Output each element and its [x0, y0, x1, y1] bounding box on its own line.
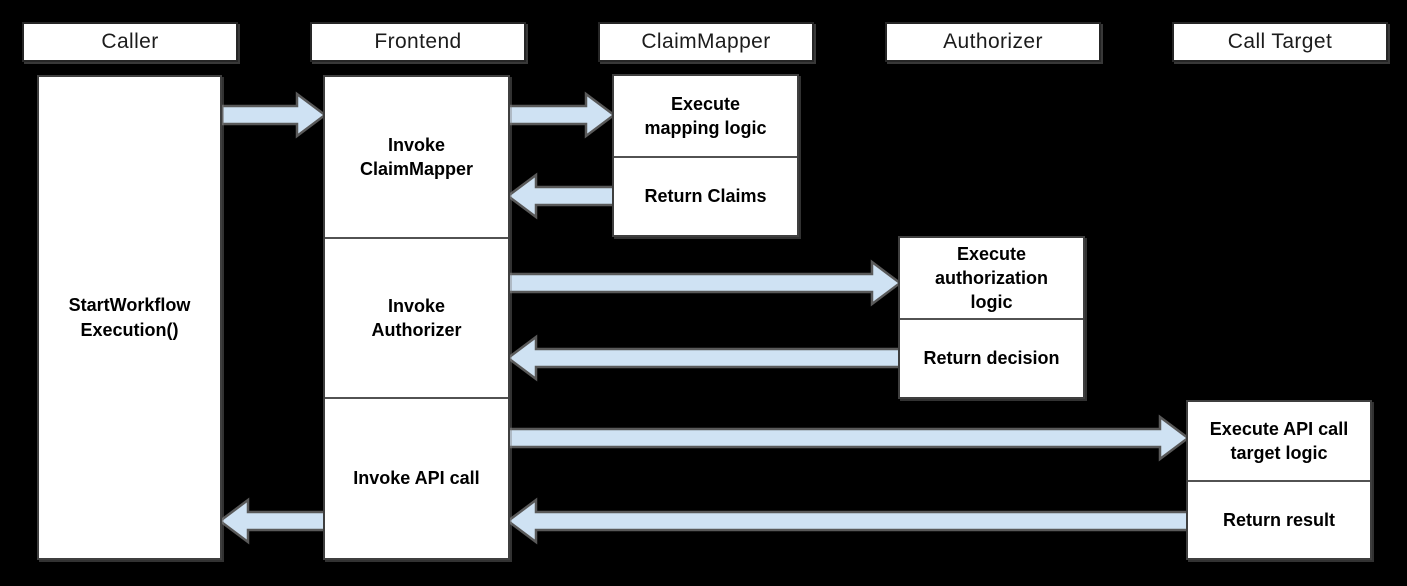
arrow-authorizer-return-decision	[505, 334, 902, 382]
step-execute-api-call-target-logic: Execute API call target logic	[1209, 418, 1349, 463]
step-return-decision: Return decision	[900, 318, 1083, 397]
step-invoke-authorizer: Invoke Authorizer	[325, 237, 508, 397]
activation-authorizer: Execute authorization logic Return decis…	[898, 236, 1085, 399]
step-return-result: Return result	[1188, 480, 1370, 558]
step-execute-mapping-logic: Execute mapping logic	[644, 93, 767, 138]
step-startworkflowexecution: StartWorkflow Execution()	[68, 295, 191, 340]
arrow-calltarget-return-result	[505, 497, 1190, 545]
actor-header-authorizer: Authorizer	[885, 22, 1101, 62]
actor-header-frontend: Frontend	[310, 22, 526, 62]
actor-header-caller: Caller	[22, 22, 238, 62]
step-invoke-api-call: Invoke API call	[325, 397, 508, 558]
activation-caller: StartWorkflow Execution()	[37, 75, 222, 560]
arrow-frontend-to-claimmapper	[506, 91, 617, 139]
arrow-frontend-to-authorizer	[506, 259, 903, 307]
activation-claimmapper: Execute mapping logic Return Claims	[612, 74, 799, 237]
actor-header-calltarget: Call Target	[1172, 22, 1388, 62]
activation-calltarget: Execute API call target logic Return res…	[1186, 400, 1372, 560]
arrow-caller-to-frontend	[220, 91, 328, 139]
step-execute-authorization-logic: Execute authorization logic	[935, 243, 1048, 313]
step-invoke-claimmapper: Invoke ClaimMapper	[359, 134, 474, 179]
activation-frontend: Invoke ClaimMapper Invoke Authorizer Inv…	[323, 75, 510, 560]
arrow-claimmapper-return-claims	[505, 172, 616, 220]
actor-header-claimmapper: ClaimMapper	[598, 22, 814, 62]
step-return-claims: Return Claims	[614, 156, 797, 235]
arrow-frontend-to-calltarget	[506, 414, 1191, 462]
arrow-frontend-return-to-caller	[217, 497, 327, 545]
